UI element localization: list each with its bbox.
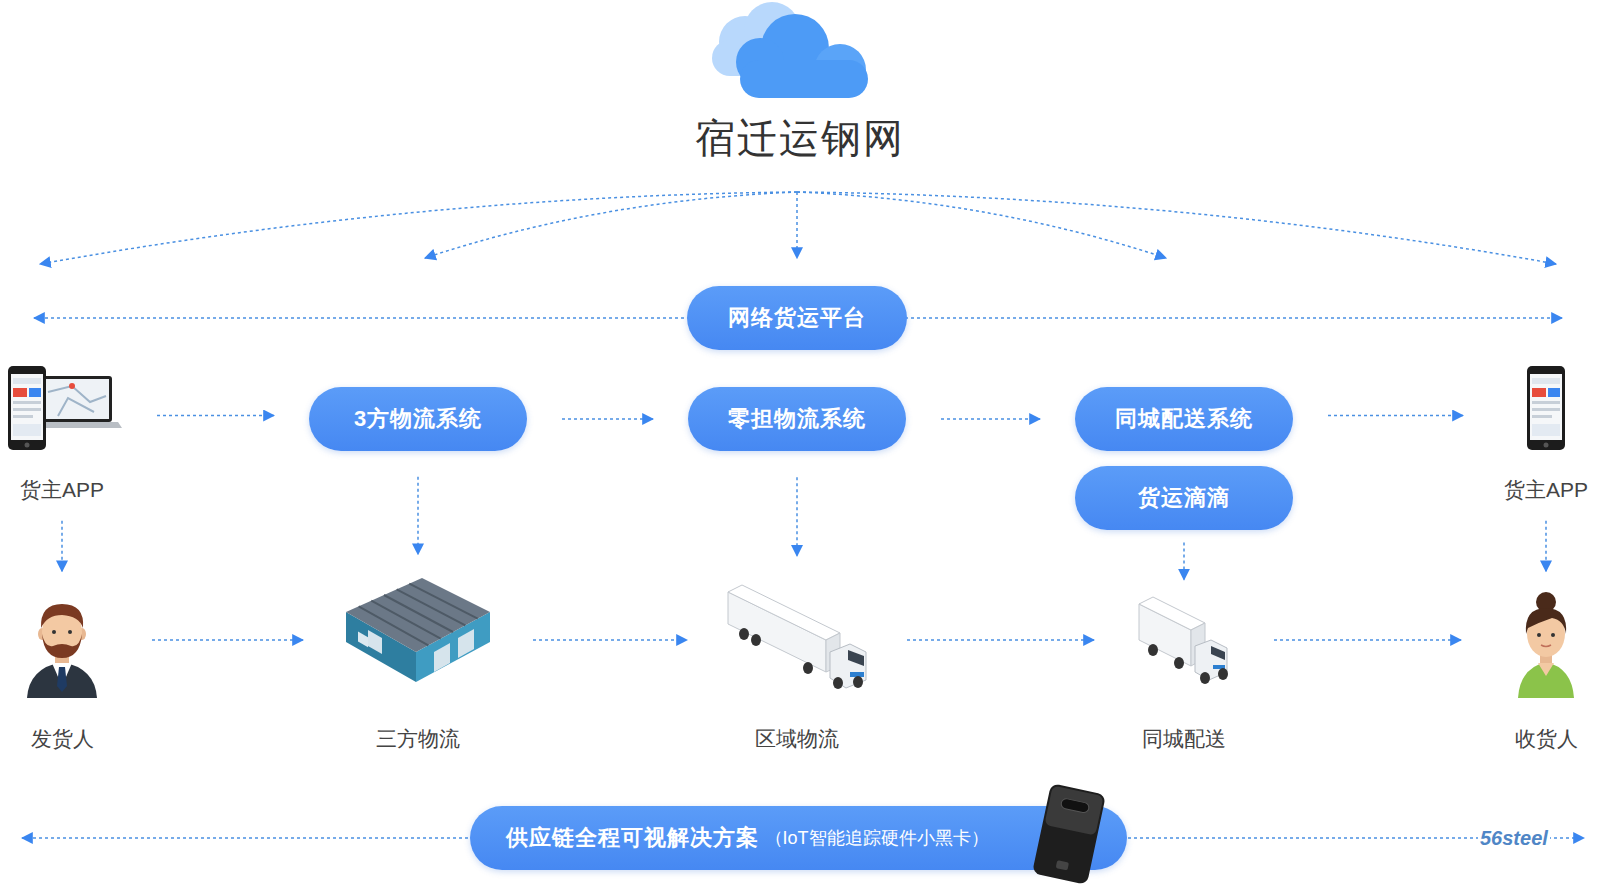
fan-arrow (797, 192, 1166, 258)
side-arrow (905, 317, 1562, 319)
warehouse-icon (338, 580, 498, 690)
flow-arrow (562, 418, 653, 420)
node-label: 货主APP (2, 476, 122, 504)
platform-pill: 零担物流系统 (688, 387, 906, 451)
node-label: 三方物流 (338, 725, 498, 753)
icon-node: 收货人 (1496, 588, 1596, 753)
solution-band: 供应链全程可视解决方案（IoT智能追踪硬件小黑卡） (470, 806, 1127, 870)
app-device-icon (2, 362, 122, 458)
pill-label: 供应链全程可视解决方案 (506, 823, 759, 853)
side-arrow (22, 837, 480, 839)
pill-label: 同城配送系统 (1115, 404, 1253, 434)
icon-node: 三方物流 (338, 580, 498, 753)
flow-arrow (907, 639, 1094, 641)
flow-arrow (796, 477, 798, 556)
cloud-icon (712, 2, 868, 98)
receiver-icon (1496, 588, 1596, 700)
platform-pill: 货运滴滴 (1075, 466, 1293, 530)
platform-pill: 3方物流系统 (309, 387, 527, 451)
flow-arrow (533, 639, 687, 641)
pill-note: （IoT智能追踪硬件小黑卡） (765, 826, 989, 850)
flow-arrow (61, 521, 63, 571)
fan-arrow (797, 192, 1556, 264)
platform-pill: 网络货运平台 (687, 286, 907, 350)
icon-node: 同城配送 (1129, 592, 1239, 753)
phone-icon (1498, 362, 1594, 458)
flow-arrow (417, 477, 419, 554)
fan-arrows (40, 192, 1556, 264)
node-label: 区域物流 (722, 725, 872, 753)
pill-label: 3方物流系统 (354, 404, 482, 434)
flow-arrow (1328, 415, 1463, 417)
icon-node: 区域物流 (722, 582, 872, 753)
fan-arrow (796, 192, 798, 258)
node-label: 发货人 (7, 725, 117, 753)
platform-pill: 同城配送系统 (1075, 387, 1293, 451)
fan-arrow (40, 192, 797, 264)
shipper-icon (7, 588, 117, 700)
icon-node: 货主APP (2, 362, 122, 504)
flow-arrow (1545, 521, 1547, 571)
node-label: 货主APP (1498, 476, 1594, 504)
diagram-title: 宿迁运钢网 (0, 110, 1600, 166)
pill-label: 网络货运平台 (728, 303, 866, 333)
flow-arrow (157, 415, 274, 417)
flow-arrow (1274, 639, 1461, 641)
flow-arrow (941, 418, 1040, 420)
flow-arrow (1183, 542, 1185, 579)
pill-label: 零担物流系统 (728, 404, 866, 434)
tracker-card-icon (1029, 784, 1109, 884)
pill-label: 货运滴滴 (1138, 483, 1230, 513)
icon-node: 发货人 (7, 588, 117, 753)
flow-arrow (152, 639, 303, 641)
node-label: 同城配送 (1129, 725, 1239, 753)
roof-ridge (409, 584, 477, 619)
fan-arrow (425, 192, 797, 258)
side-arrow (34, 317, 690, 319)
icon-node: 货主APP (1498, 362, 1594, 504)
semi-truck-icon (722, 582, 872, 692)
watermark: 56steel (1478, 826, 1550, 850)
box-truck-icon (1129, 592, 1239, 688)
node-label: 收货人 (1496, 725, 1596, 753)
